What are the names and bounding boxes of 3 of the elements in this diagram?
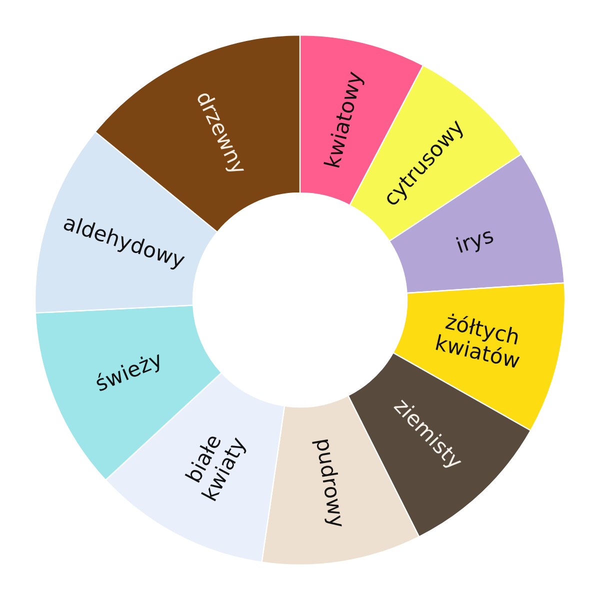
segment-label: pudrowy <box>311 436 348 530</box>
segment-label: irys <box>454 224 497 258</box>
segment-label: żółtych kwiatów <box>433 310 524 374</box>
